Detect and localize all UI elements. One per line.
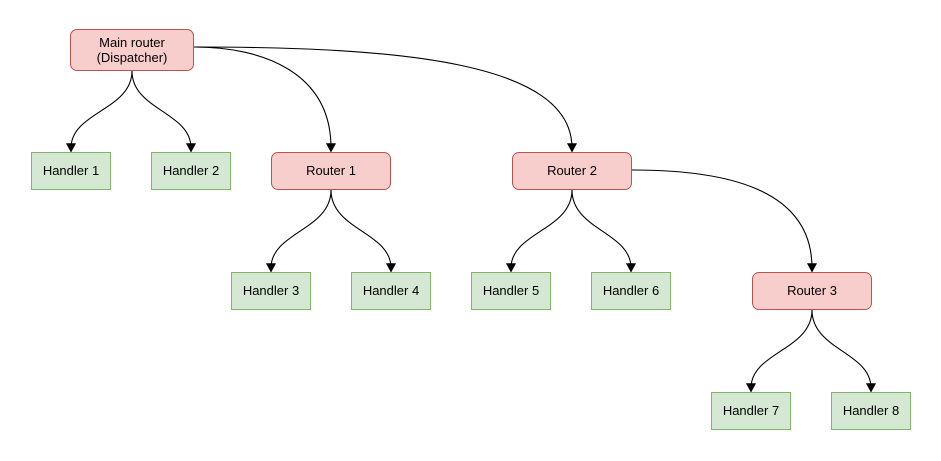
node-label-handler-8: Handler 8 — [842, 403, 900, 419]
arrowhead-handler-6 — [626, 263, 636, 273]
node-router-2[interactable]: Router 2 — [512, 152, 632, 190]
edge-main-router-to-router-1 — [193, 46, 332, 149]
node-label-handler-7: Handler 7 — [722, 403, 780, 419]
node-label-handler-1: Handler 1 — [42, 163, 100, 179]
arrowhead-router-1 — [326, 143, 336, 153]
node-label-main-router: Main router (Dispatcher) — [96, 34, 168, 65]
node-handler-7[interactable]: Handler 7 — [711, 392, 791, 430]
node-handler-3[interactable]: Handler 3 — [231, 272, 311, 310]
edge-router-2-to-handler-5 — [510, 189, 573, 269]
arrowhead-handler-5 — [506, 263, 516, 273]
arrowhead-handler-1 — [66, 143, 76, 153]
arrowhead-handler-2 — [186, 143, 196, 153]
node-label-handler-3: Handler 3 — [242, 283, 300, 299]
arrowhead-handler-3 — [266, 263, 276, 273]
arrowhead-handler-4 — [386, 263, 396, 273]
node-handler-1[interactable]: Handler 1 — [31, 152, 111, 190]
edge-router-3-to-handler-7 — [750, 309, 813, 389]
node-label-router-3: Router 3 — [787, 283, 837, 299]
edge-router-1-to-handler-3 — [270, 189, 332, 269]
arrowhead-router-2 — [567, 143, 577, 153]
node-label-router-1: Router 1 — [306, 163, 356, 179]
edge-router-2-to-handler-6 — [571, 189, 632, 269]
edge-main-router-to-router-2 — [193, 46, 573, 149]
node-handler-8[interactable]: Handler 8 — [831, 392, 911, 430]
edge-main-router-to-handler-1 — [70, 70, 133, 149]
edge-main-router-to-handler-2 — [131, 70, 192, 149]
node-router-3[interactable]: Router 3 — [752, 272, 872, 310]
edge-router-1-to-handler-4 — [330, 189, 392, 269]
node-handler-4[interactable]: Handler 4 — [351, 272, 431, 310]
node-handler-2[interactable]: Handler 2 — [151, 152, 231, 190]
node-main-router[interactable]: Main router (Dispatcher) — [70, 29, 194, 71]
arrowhead-handler-8 — [866, 383, 876, 393]
edge-router-2-to-router-3 — [631, 169, 813, 269]
node-handler-6[interactable]: Handler 6 — [591, 272, 671, 310]
node-label-handler-4: Handler 4 — [362, 283, 420, 299]
node-label-router-2: Router 2 — [547, 163, 597, 179]
node-handler-5[interactable]: Handler 5 — [471, 272, 551, 310]
node-router-1[interactable]: Router 1 — [271, 152, 391, 190]
arrowhead-router-3 — [807, 263, 817, 273]
node-label-handler-6: Handler 6 — [602, 283, 660, 299]
node-label-handler-5: Handler 5 — [482, 283, 540, 299]
node-label-handler-2: Handler 2 — [162, 163, 220, 179]
arrowhead-handler-7 — [746, 383, 756, 393]
edge-router-3-to-handler-8 — [811, 309, 872, 389]
